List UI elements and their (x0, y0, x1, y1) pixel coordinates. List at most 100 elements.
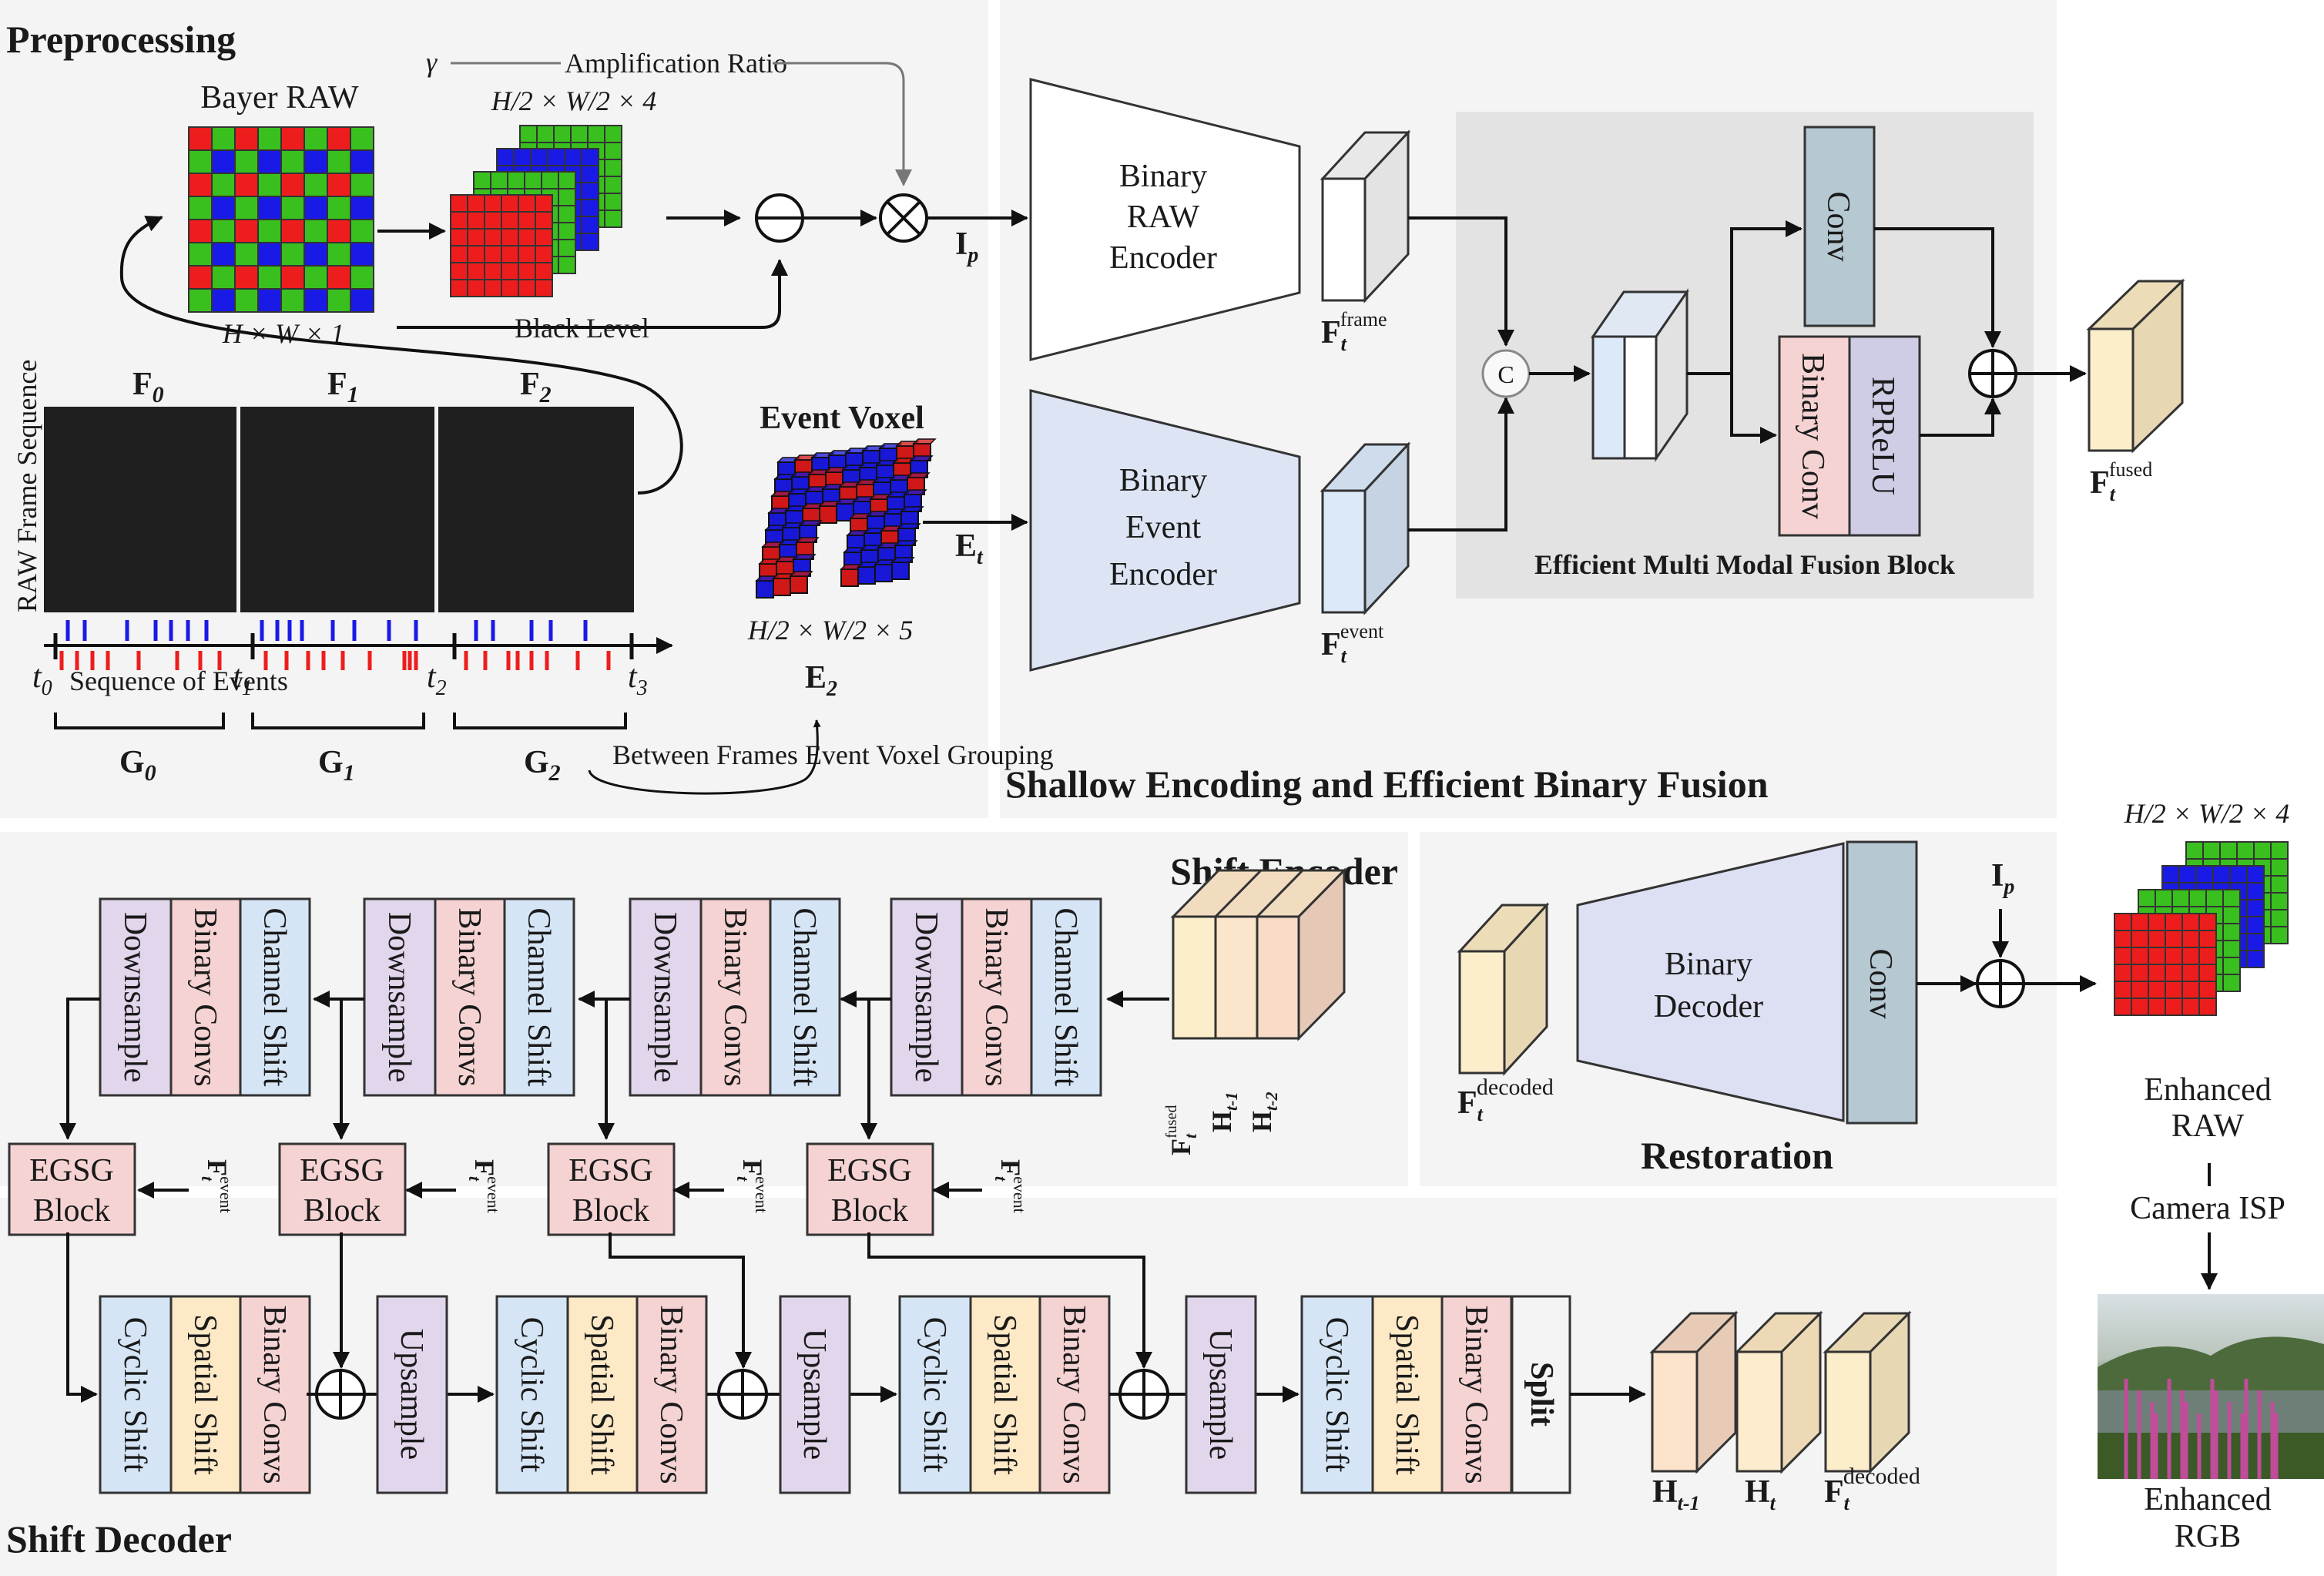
concat-feature-map (1591, 288, 1689, 462)
packed-channel-cell (450, 262, 468, 280)
packed-channel-cell (2171, 889, 2190, 907)
voxel-cube-top (894, 540, 918, 546)
bayer-cell (350, 265, 374, 290)
packed-channel-cell (2198, 930, 2217, 948)
packed-channel-cell (2202, 841, 2221, 860)
packed-channel-cell (2181, 964, 2200, 982)
output-feature-front (1651, 1350, 1699, 1473)
decoder-stage-4-label-0: Cyclic Shift (1319, 1317, 1354, 1473)
voxel-cube-top (903, 489, 927, 495)
bayer-cell (327, 288, 351, 313)
bayer-cell (234, 265, 259, 290)
packed-channel-cell (467, 194, 485, 213)
packed-channel-cell (507, 171, 525, 189)
bayer-cell (234, 126, 259, 151)
bayer-cell (257, 126, 282, 151)
raw-encoder-line2: RAW (1127, 200, 1200, 235)
decoder-add-operator-2 (717, 1369, 768, 1420)
arrow-conv-to-add (1874, 227, 2001, 348)
packed-channel-cell (2181, 947, 2200, 965)
fusion-add-operator (1968, 349, 2017, 398)
bayer-cell (280, 219, 305, 243)
binary-decoder (1576, 842, 1845, 1122)
bayer-cell (280, 173, 305, 197)
packed-channel-cell (2198, 981, 2217, 999)
voxel-dims-label: H/2 × W/2 × 5 (747, 615, 914, 645)
ip-label: Ip (955, 226, 978, 267)
packed-channel-cell (604, 125, 622, 143)
voxel-cube (874, 564, 893, 582)
voxel-cube (756, 580, 774, 599)
restoration-conv-label: Conv (1863, 948, 1898, 1018)
encoder-stage-3-label-1: Binary Convs (717, 907, 753, 1086)
voxel-cube-top (890, 557, 915, 563)
bayer-cell (211, 265, 236, 290)
arrow-enc1-to-egsg1 (59, 998, 100, 1140)
encoder-stage-2-block-1 (434, 897, 506, 1097)
packed-channel-cell (450, 228, 468, 246)
bayer-cell (303, 219, 328, 243)
restoration-conv-block (1846, 840, 1918, 1125)
bayer-cell (257, 288, 282, 313)
restoration-title: Restoration (1641, 1134, 1833, 1177)
split-block (1511, 1295, 1571, 1494)
packed-channel-cell (2148, 981, 2166, 999)
arrow-grouping-to-e2 (588, 719, 821, 795)
fusion-binary-conv-block (1778, 335, 1851, 537)
packed-channel-cell (2270, 841, 2289, 860)
packed-channel-cell (581, 216, 599, 234)
raw-frame-1 (240, 407, 434, 612)
packed-channel-cell (570, 125, 589, 143)
binary-raw-encoder (1029, 78, 1301, 361)
output-label-f-decoded: Ftdecoded (1824, 1464, 1920, 1514)
binary-decoder-line1: Binary (1665, 947, 1752, 982)
time-label-3: t3 (628, 659, 648, 700)
encoder-stage-4-label-0: Downsample (908, 912, 944, 1083)
packed-channel-cell (2246, 865, 2265, 884)
bayer-cell (280, 196, 305, 220)
packed-channel-cell (519, 125, 538, 143)
bayer-cell (303, 173, 328, 197)
arrow-to-conv (1687, 220, 1803, 375)
packed-channel-cell (535, 262, 553, 280)
packed-channel-cell (2138, 889, 2156, 907)
egsg1-event-label: Ftevent (198, 1159, 236, 1213)
svg-text:Block: Block (303, 1193, 381, 1229)
bayer-cell (327, 126, 351, 151)
bayer-cell (280, 149, 305, 174)
encoder-stage-4-label-2: Channel Shift (1048, 907, 1083, 1086)
time-label-1: t1 (233, 659, 253, 700)
packed-channel-cell (2148, 930, 2166, 948)
svg-text:Block: Block (831, 1193, 908, 1229)
packed-channel-cell (2246, 916, 2265, 934)
bayer-cell (303, 149, 328, 174)
et-label: Et (955, 528, 984, 569)
output-dims-label: H/2 × W/2 × 4 (2124, 798, 2290, 829)
packed-channel-cell (547, 148, 565, 166)
packed-channel-cell (484, 262, 502, 280)
bayer-cell (211, 149, 236, 174)
packed-channel-cell (2270, 926, 2289, 944)
voxel-cube-top (798, 520, 823, 526)
bayer-cell (188, 173, 213, 197)
bayer-cell (327, 173, 351, 197)
bayer-cell (188, 219, 213, 243)
packed-channel-cell (490, 171, 508, 189)
packed-channel-cell (2181, 930, 2200, 948)
packed-channel-cell (2165, 981, 2183, 999)
bayer-dims-label: H × W × 1 (222, 318, 345, 349)
raw-encoder-line3: Encoder (1109, 240, 1217, 276)
encoder-stage-1-block-1 (169, 897, 242, 1097)
packed-channel-cell (2131, 964, 2149, 982)
packed-channel-cell (501, 245, 519, 263)
encoder-stage-4-label-1: Binary Convs (978, 907, 1014, 1086)
voxel-cube (840, 568, 859, 587)
output-label-h-t: Ht (1745, 1474, 1776, 1514)
packed-channel-cell (2148, 964, 2166, 982)
fusion-block-label: Efficient Multi Modal Fusion Block (1534, 549, 1955, 580)
voxel-cube (891, 562, 910, 580)
